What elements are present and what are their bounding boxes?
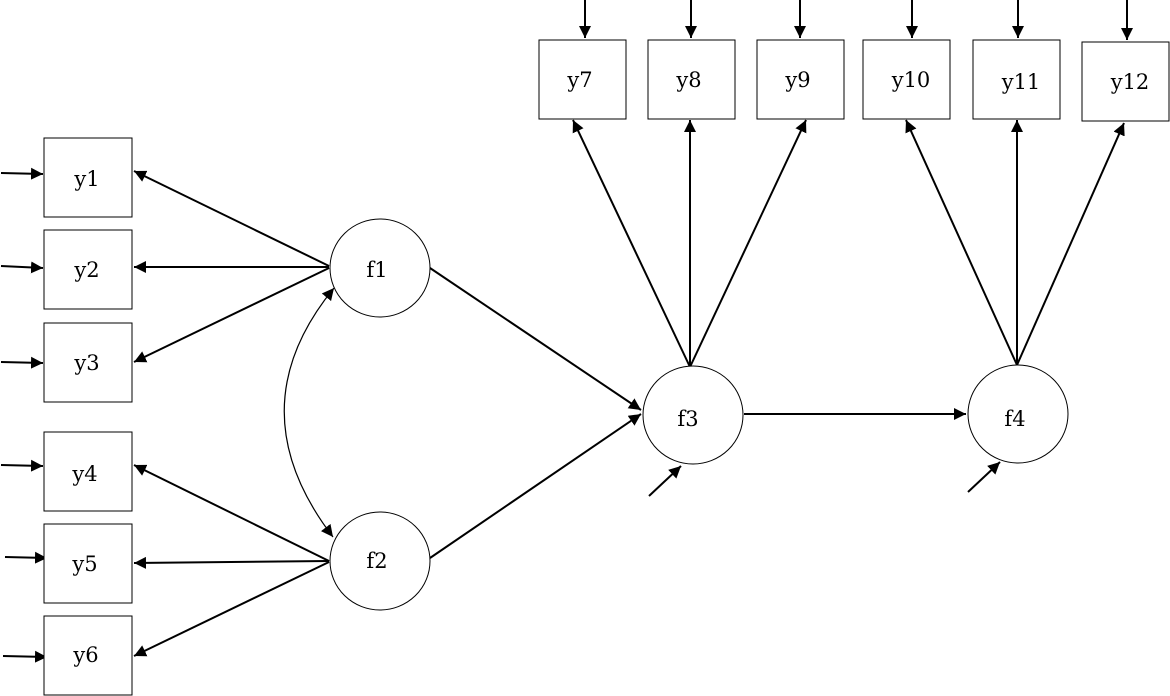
observed-y2: y2 xyxy=(43,229,133,310)
path-f1-f3 xyxy=(429,267,642,411)
observed-y1-label: y1 xyxy=(73,167,99,191)
latent-f2-label: f2 xyxy=(366,549,387,573)
loading-paths xyxy=(133,119,1125,657)
path-f2-y5 xyxy=(133,556,330,569)
observed-y7-label: y7 xyxy=(566,68,592,92)
observed-y7: y7 xyxy=(538,39,627,120)
residual-arrows xyxy=(0,0,1133,663)
observed-y6: y6 xyxy=(43,615,133,696)
observed-y4: y4 xyxy=(43,431,133,512)
latent-f3: f3 xyxy=(642,365,744,465)
residual-y2 xyxy=(0,261,44,274)
observed-y10-label: y10 xyxy=(891,68,931,92)
observed-y6-label: y6 xyxy=(72,643,98,667)
residual-y5 xyxy=(4,551,48,564)
residual-y6 xyxy=(2,650,48,663)
observed-y8-label: y8 xyxy=(675,68,701,92)
observed-y12-label: y12 xyxy=(1110,70,1150,94)
observed-y4-label: y4 xyxy=(71,462,97,486)
observed-y1: y1 xyxy=(43,137,133,218)
path-f3-y7 xyxy=(572,119,691,368)
latent-variables: f1 f2 f3 f4 xyxy=(329,218,1069,611)
path-f2-y6 xyxy=(133,561,330,657)
path-f1-y1 xyxy=(133,170,330,267)
observed-y10: y10 xyxy=(862,39,951,120)
residual-y1 xyxy=(0,167,44,180)
path-f2-y4 xyxy=(133,464,330,562)
observed-variables: y1 y2 y3 y4 y5 y6 y7 y8 xyxy=(43,39,1170,696)
path-f3-y9 xyxy=(689,119,807,368)
latent-f3-label: f3 xyxy=(677,407,698,431)
observed-y9: y9 xyxy=(756,39,845,120)
observed-y5-label: y5 xyxy=(71,552,97,576)
residual-f3 xyxy=(648,465,682,497)
path-f4-y12 xyxy=(1016,122,1125,366)
latent-f2: f2 xyxy=(329,511,431,611)
path-f4-y10 xyxy=(905,119,1018,366)
path-f2-f3 xyxy=(429,413,642,559)
observed-y3: y3 xyxy=(43,322,133,403)
latent-f1-label: f1 xyxy=(366,258,387,282)
observed-y8: y8 xyxy=(647,39,736,120)
residual-y3 xyxy=(0,356,44,369)
observed-y2-label: y2 xyxy=(73,258,99,282)
residual-f4 xyxy=(967,461,1001,493)
latent-f4: f4 xyxy=(967,364,1069,464)
observed-y9-label: y9 xyxy=(784,68,810,92)
latent-f4-label: f4 xyxy=(1004,407,1025,431)
observed-y11-label: y11 xyxy=(1001,70,1041,94)
path-f1-y3 xyxy=(133,267,330,363)
residual-y4 xyxy=(0,459,44,472)
observed-y3-label: y3 xyxy=(73,351,99,375)
observed-y5: y5 xyxy=(43,523,133,604)
observed-y11: y11 xyxy=(972,39,1061,120)
structural-paths xyxy=(429,267,966,559)
covariance-f1-f2 xyxy=(283,287,335,538)
observed-y12: y12 xyxy=(1081,41,1170,122)
latent-f1: f1 xyxy=(329,218,431,318)
